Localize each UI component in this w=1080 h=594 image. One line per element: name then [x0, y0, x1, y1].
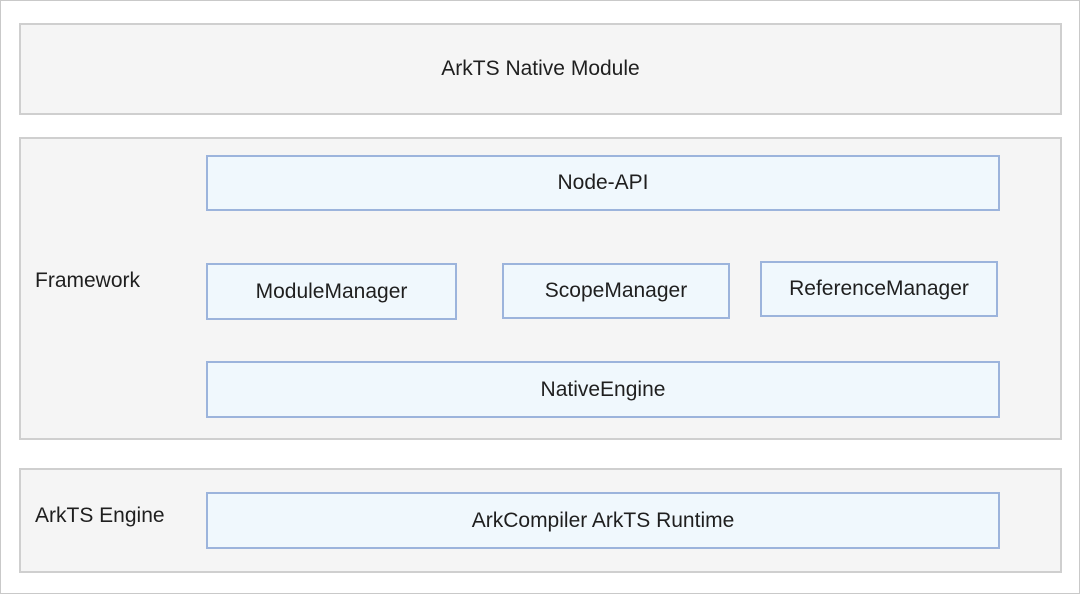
scope-manager-box: ScopeManager	[502, 263, 730, 319]
native-engine-box: NativeEngine	[206, 361, 1000, 418]
node-api-box: Node-API	[206, 155, 1000, 211]
arkts-native-module-layer: ArkTS Native Module	[19, 23, 1062, 115]
arkcompiler-runtime-box: ArkCompiler ArkTS Runtime	[206, 492, 1000, 549]
module-manager-box: ModuleManager	[206, 263, 457, 320]
reference-manager-box: ReferenceManager	[760, 261, 998, 317]
framework-label: Framework	[35, 269, 141, 292]
arkts-native-module-title: ArkTS Native Module	[441, 57, 640, 80]
arkts-engine-label: ArkTS Engine	[35, 504, 165, 527]
